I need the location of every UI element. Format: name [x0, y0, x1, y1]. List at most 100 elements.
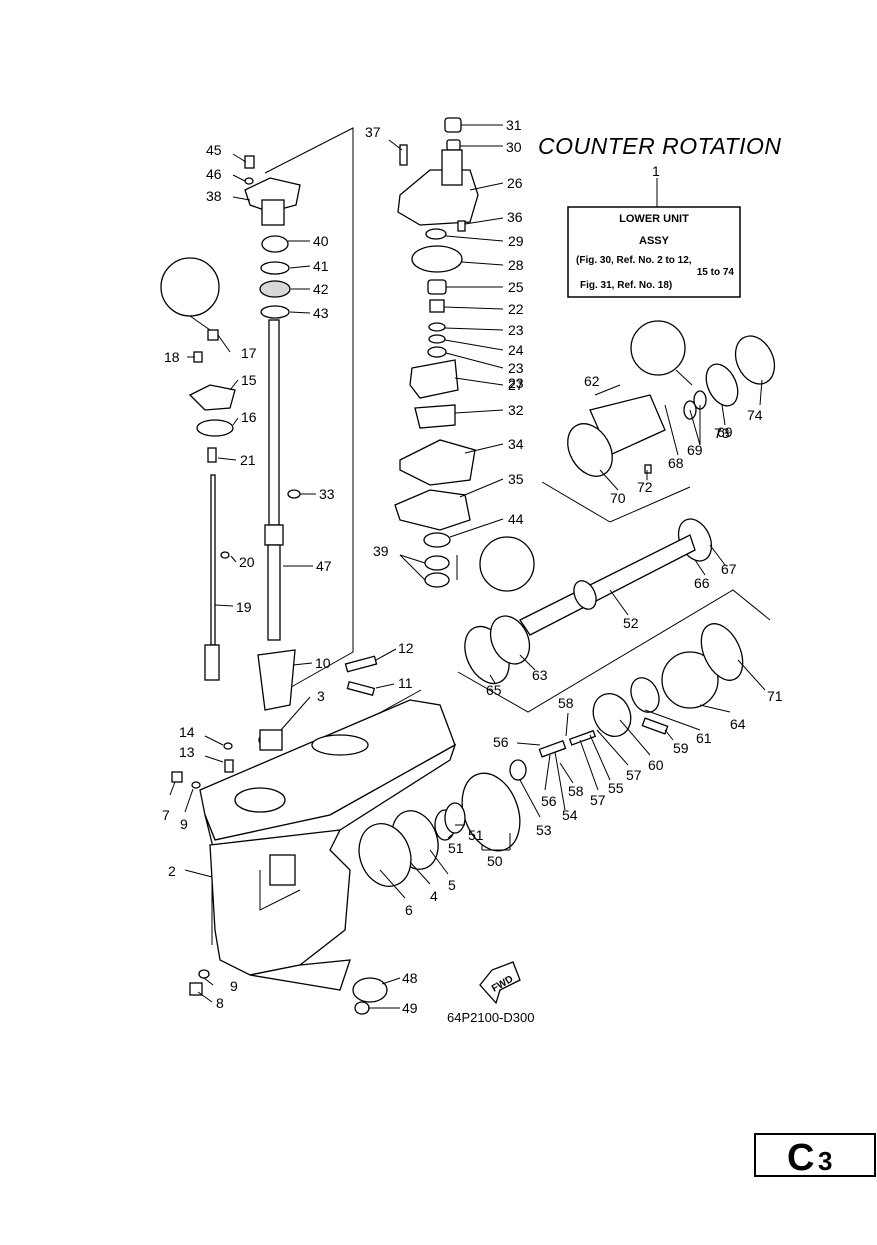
- callout-label: 43: [313, 305, 329, 321]
- callout-label: 71: [767, 688, 783, 704]
- callout-label: 54: [562, 807, 578, 823]
- assy-ref-line-1: (Fig. 30, Ref. No. 2 to 12,: [576, 255, 692, 266]
- callout-label: 51: [448, 840, 464, 856]
- callout-label: 69: [687, 442, 703, 458]
- callout-label: 20: [239, 554, 255, 570]
- callout-label: 70: [610, 490, 626, 506]
- callout-label: 14: [179, 724, 195, 740]
- callout-label: 5: [448, 877, 456, 893]
- callout-label: 12: [398, 640, 414, 656]
- callout-label: 35: [508, 471, 524, 487]
- callout-label: 26: [507, 175, 523, 191]
- drawing-code: 64P2100-D300: [447, 1010, 534, 1025]
- callout-label: 31: [506, 117, 522, 133]
- callout-label: 18: [164, 349, 180, 365]
- callout-label: 6: [405, 902, 413, 918]
- callout-label: 44: [508, 511, 524, 527]
- callout-label: 59: [673, 740, 689, 756]
- callout-label: 60: [648, 757, 664, 773]
- callout-label: 53: [536, 822, 552, 838]
- callout-label: 73: [714, 425, 730, 441]
- shift-rod-group: [171, 329, 236, 996]
- callout-label: 62: [584, 373, 600, 389]
- propeller-shaft-group: [352, 335, 776, 1015]
- callout-label: 36: [507, 209, 523, 225]
- callout-label: 2: [168, 863, 176, 879]
- assy-title: LOWER UNIT: [619, 213, 689, 225]
- drive-shaft-group: [244, 155, 378, 751]
- leader-lines: [169, 124, 766, 1009]
- callout-label: 56: [541, 793, 557, 809]
- callout-label: 29: [508, 233, 524, 249]
- callout-label: 42: [313, 281, 329, 297]
- callout-label: 39: [373, 543, 389, 559]
- heading-counter-rotation: COUNTER ROTATION: [538, 133, 782, 159]
- page-id-letter: C: [787, 1137, 814, 1179]
- callout-label: 32: [508, 402, 524, 418]
- callout-label: 17: [241, 345, 257, 361]
- callout-label: 50: [487, 853, 503, 869]
- assy-ref-line-3: Fig. 31, Ref. No. 18): [580, 280, 672, 291]
- callout-label: 40: [313, 233, 329, 249]
- callout-label: 56: [493, 734, 509, 750]
- callout-label: 3: [317, 688, 325, 704]
- callout-label: 27: [508, 377, 524, 393]
- callout-label: 65: [486, 682, 502, 698]
- callout-label: 21: [240, 452, 256, 468]
- assy-ref-line-2: 15 to 74: [697, 267, 735, 278]
- callout-label: 63: [532, 667, 548, 683]
- callout-label: 11: [398, 675, 413, 691]
- callout-label: 34: [508, 436, 524, 452]
- assy-subtitle: ASSY: [639, 235, 670, 247]
- callout-label: 24: [508, 342, 524, 358]
- water-pump-group: [394, 117, 479, 588]
- callout-label: 47: [316, 558, 332, 574]
- callout-label: 55: [608, 780, 624, 796]
- callout-label: 7: [162, 807, 170, 823]
- lower-case-housing: [199, 699, 457, 991]
- callout-label: 72: [637, 479, 653, 495]
- callout-label: 67: [721, 561, 737, 577]
- callout-label: 8: [216, 995, 224, 1011]
- callout-label: 10: [315, 655, 331, 671]
- callout-label: 9: [180, 816, 188, 832]
- callout-label: 48: [402, 970, 418, 986]
- callout-label: 25: [508, 279, 524, 295]
- callout-label: 16: [241, 409, 257, 425]
- page-id-number: 3: [818, 1146, 832, 1176]
- callout-label: 57: [626, 767, 642, 783]
- callout-label: 57: [590, 792, 606, 808]
- callout-label: 69: [717, 424, 733, 440]
- callout-label: 4: [430, 888, 438, 904]
- callout-label: 58: [568, 783, 584, 799]
- assy-ref-number: 1: [652, 163, 660, 179]
- page-id-box: C 3: [754, 1133, 876, 1179]
- callout-label: 22: [508, 301, 524, 317]
- lower-unit-assy-box: 1 LOWER UNIT ASSY (Fig. 30, Ref. No. 2 t…: [567, 163, 741, 298]
- fwd-direction-arrow: FWD: [479, 961, 521, 1005]
- callout-label: 28: [508, 257, 524, 273]
- callout-label: 23: [508, 375, 524, 391]
- callout-label: 64: [730, 716, 746, 732]
- callout-label: 19: [236, 599, 252, 615]
- callout-label: 52: [623, 615, 639, 631]
- callout-label: 13: [179, 744, 195, 760]
- callout-label: 23: [508, 360, 524, 376]
- callout-label: 49: [402, 1000, 418, 1016]
- sealant-detail-circles: [160, 257, 693, 592]
- callout-label: 37: [365, 124, 381, 140]
- callout-label: 30: [506, 139, 522, 155]
- callout-label: 58: [558, 695, 574, 711]
- callout-label: 51: [468, 827, 484, 843]
- callout-label: 66: [694, 575, 710, 591]
- callout-label: 61: [696, 730, 712, 746]
- callout-numbers: 2 3 4 5 6 7 8 9 9 10 11 12 13 14 15 16 1…: [162, 117, 783, 1016]
- callout-label: 46: [206, 166, 222, 182]
- callout-label: 41: [313, 258, 329, 274]
- callout-label: 33: [319, 486, 335, 502]
- callout-label: 38: [206, 188, 222, 204]
- callout-label: 9: [230, 978, 238, 994]
- callout-label: 68: [668, 455, 684, 471]
